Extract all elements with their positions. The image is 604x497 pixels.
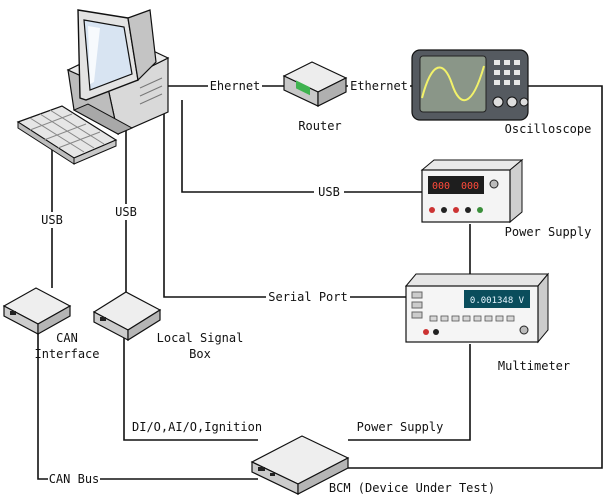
multimeter-label: Multimeter [498,359,570,373]
multimeter: 0.001348 V [404,272,550,344]
wire-can-bus [37,328,258,480]
wire-box-bcm [123,333,258,441]
label-line: Box [189,347,211,361]
bcm [250,435,350,495]
power-supply-display-right: 000 [461,181,479,192]
local-signal-box [92,291,162,342]
router-label: Router [298,119,341,133]
router [282,61,348,107]
wire-pc-multimeter [163,110,406,298]
wire-scope-bcm [348,85,603,469]
label-box-bcm: DI/O,AI/O,Ignition [132,420,262,434]
label-line: Local Signal [157,331,244,345]
wire-psu-bcm [348,344,471,441]
label-pc-signal-box: USB [115,205,137,219]
label-psu-bcm: Power Supply [357,420,444,434]
label-pc-can: USB [41,213,63,227]
oscilloscope-label: Oscilloscope [505,122,592,136]
power-supply-display-left: 000 [432,181,450,192]
label-router-scope: Ethernet [350,79,408,93]
label-line: CAN [56,331,78,345]
power-supply: 000 000 [420,158,524,224]
computer [66,9,170,136]
multimeter-display: 0.001348 V [470,296,525,306]
link-labels: Ehernet Ethernet USB Serial Port USB USB… [38,78,443,487]
label-pc-multimeter: Serial Port [268,290,347,304]
wire-pc-power-supply [181,100,422,193]
label-pc-router: Ehernet [210,79,261,93]
label-line: Interface [34,347,99,361]
can-interface-label: CAN Interface [34,331,99,361]
oscilloscope [411,49,529,121]
can-interface [2,287,72,336]
bcm-label: BCM (Device Under Test) [329,481,495,495]
label-can-bus: CAN Bus [49,472,100,486]
keyboard [16,105,118,165]
power-supply-label: Power Supply [505,225,592,239]
label-pc-power-supply: USB [318,185,340,199]
